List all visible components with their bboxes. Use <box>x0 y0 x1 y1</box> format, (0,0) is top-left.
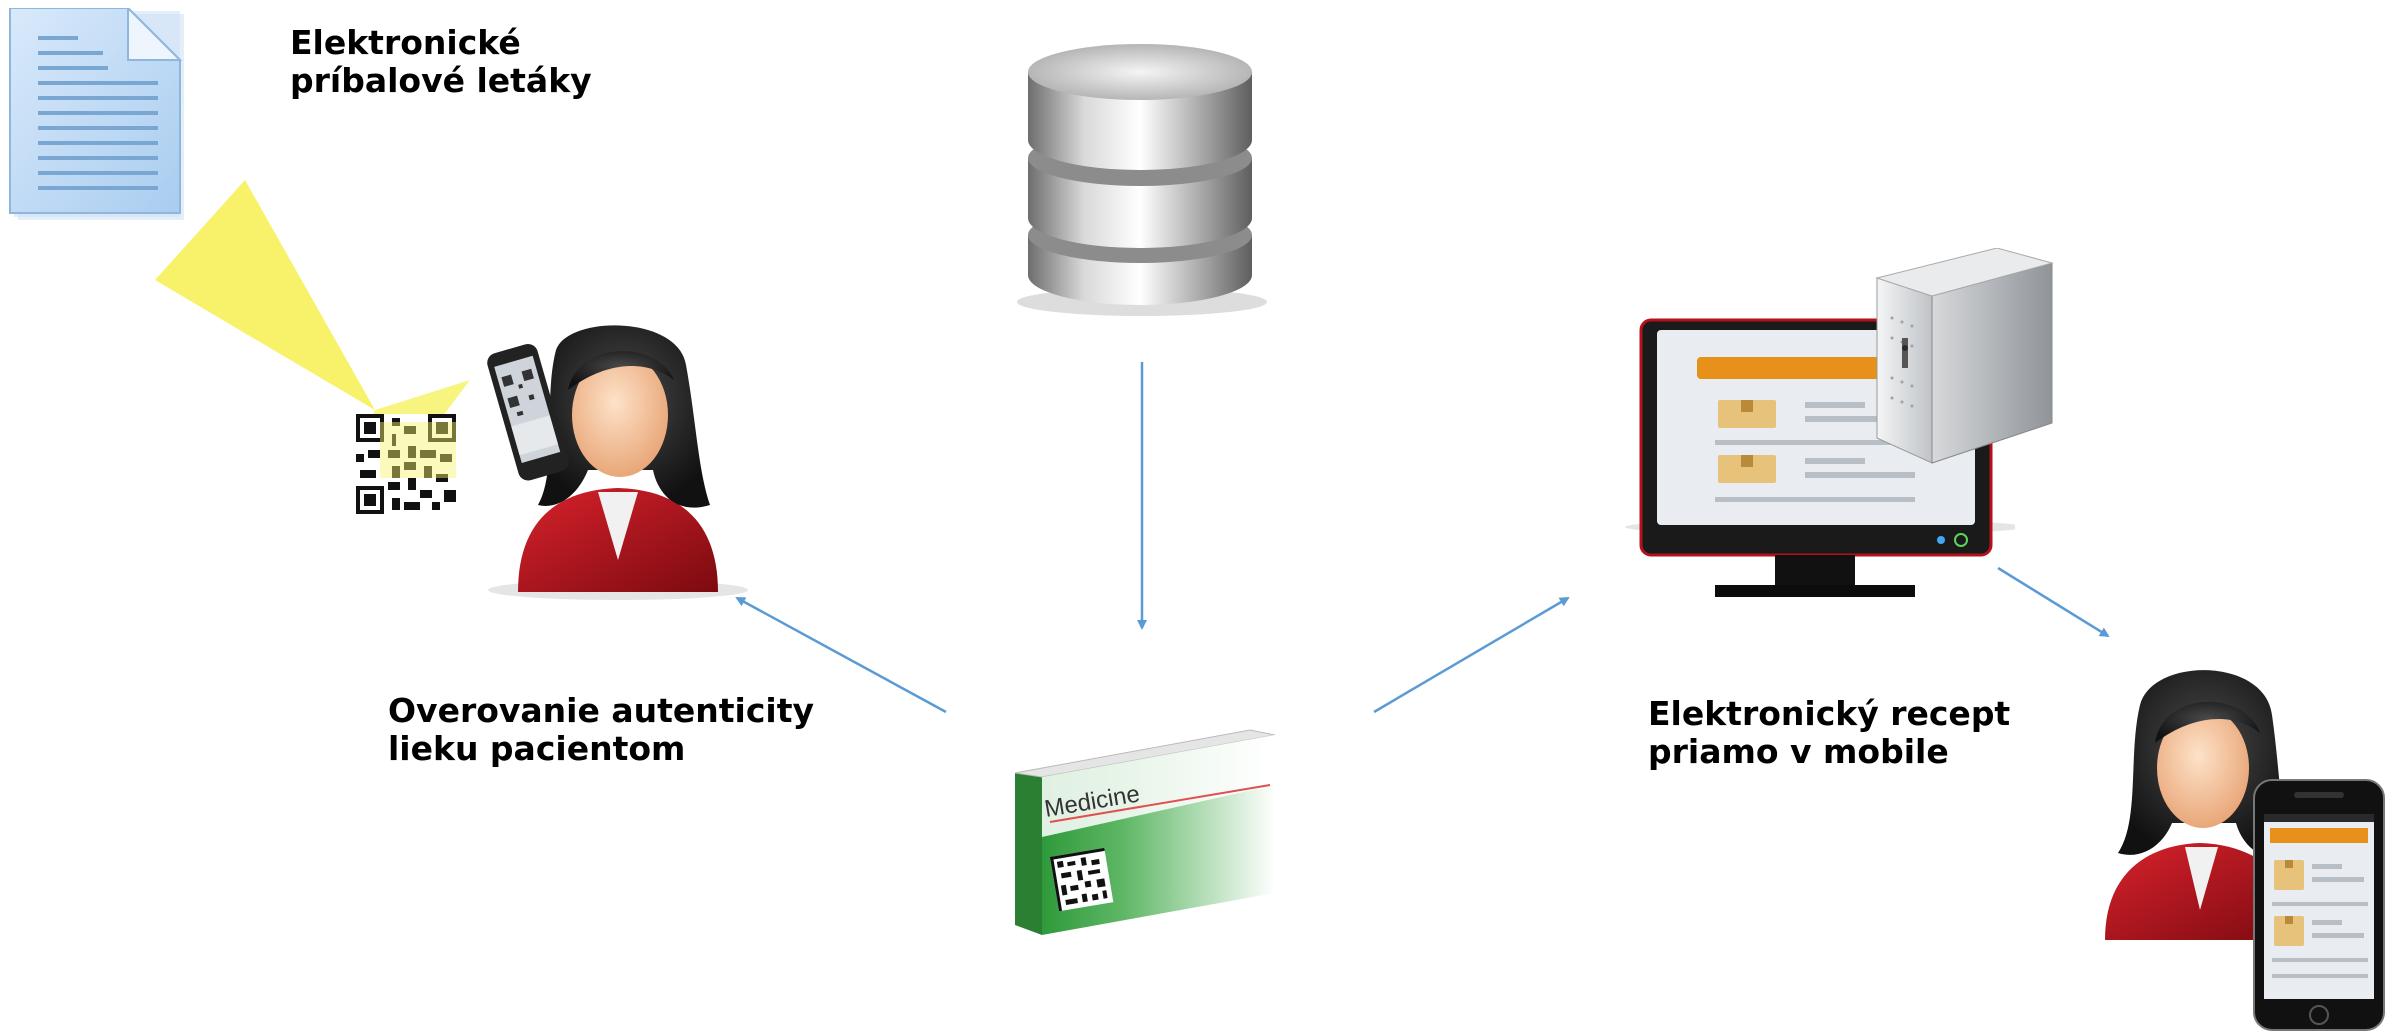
qr-code-icon <box>356 414 456 514</box>
monitor-list-item-2 <box>1718 455 1915 483</box>
computer-monitor-icon <box>1615 315 2025 615</box>
leaflets-label: Elektronické príbalové letáky <box>290 24 592 100</box>
arrow-computer-to-mobile-patient <box>1997 566 2110 638</box>
leaflets-label-line2: príbalové letáky <box>290 61 592 100</box>
prescription-label-line1: Elektronický recept <box>1648 694 2011 733</box>
server-icon <box>1872 247 2057 468</box>
database-icon <box>1000 40 1280 320</box>
arrow-box-to-patient <box>735 596 947 714</box>
prescription-label: Elektronický recept priamo v mobile <box>1648 695 2010 771</box>
prescription-label-line2: priamo v mobile <box>1648 732 1949 771</box>
authenticity-label: Overovanie autenticity lieku pacientom <box>388 692 814 768</box>
arrow-box-to-computer <box>1373 596 1570 714</box>
patient-with-phone-icon <box>2100 665 2394 1032</box>
patient-scanning-icon <box>448 320 748 600</box>
document-icon <box>8 5 188 223</box>
authenticity-label-line1: Overovanie autenticity <box>388 691 815 730</box>
monitor-list-item-1 <box>1718 400 1915 428</box>
medicine-box-icon: Medicine <box>1010 725 1285 940</box>
leaflets-label-line1: Elektronické <box>290 23 521 62</box>
authenticity-label-line2: lieku pacientom <box>388 729 686 768</box>
smartphone-icon <box>2252 778 2386 1032</box>
